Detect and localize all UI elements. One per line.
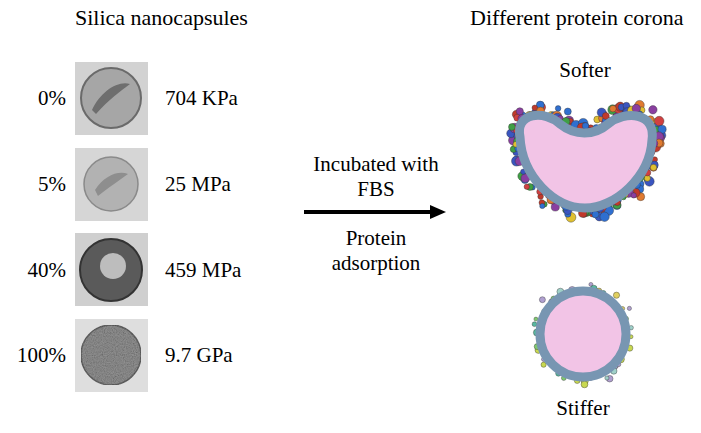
tem-image	[75, 148, 148, 221]
protein-blob	[627, 306, 631, 310]
annotation-label: 25 MPa	[165, 172, 285, 197]
protein-blob	[631, 193, 636, 198]
annotation-label: 9.7 GPa	[165, 343, 285, 368]
column-heading: Different protein corona	[470, 5, 698, 31]
capsule-shell	[519, 115, 652, 208]
annotation-label: Softer	[525, 58, 645, 83]
annotation-label: Stiffer	[523, 396, 643, 421]
protein-blob	[600, 212, 609, 221]
process-arrow	[304, 205, 446, 219]
annotation-label: 704 KPa	[165, 86, 285, 111]
annotation-label: 5%	[6, 172, 66, 197]
protein-blob	[649, 106, 657, 114]
soft-capsule	[507, 100, 667, 222]
annotation-label: 40%	[6, 258, 66, 283]
protein-blob	[532, 322, 537, 327]
annotation-label: 459 MPa	[165, 258, 285, 283]
tem-image	[75, 319, 148, 392]
protein-blob	[516, 108, 523, 115]
protein-blob	[555, 106, 561, 112]
protein-blob	[582, 123, 589, 130]
process-label: Incubated with FBS	[305, 152, 447, 202]
stiff-capsule	[532, 282, 633, 387]
column-heading: Silica nanocapsules	[75, 5, 315, 31]
protein-blob	[613, 292, 619, 298]
protein-blob	[539, 297, 545, 303]
protein-blob	[509, 124, 516, 131]
annotation-label: 100%	[6, 343, 66, 368]
protein-blob	[610, 105, 617, 112]
protein-blob	[581, 381, 588, 388]
protein-blob	[605, 376, 609, 380]
protein-corona	[532, 282, 633, 387]
protein-corona	[507, 100, 667, 222]
annotation-label: 0%	[6, 86, 66, 111]
process-label: Protein adsorption	[305, 226, 447, 276]
protein-blob	[524, 184, 529, 189]
protein-blob	[540, 203, 545, 208]
capsule-shell	[540, 291, 626, 377]
protein-blob	[592, 211, 599, 218]
tem-image	[75, 62, 148, 135]
tem-image	[75, 233, 148, 306]
protein-blob	[564, 108, 571, 115]
protein-blob	[650, 164, 656, 170]
protein-blob	[654, 116, 664, 126]
protein-blob	[534, 317, 538, 321]
